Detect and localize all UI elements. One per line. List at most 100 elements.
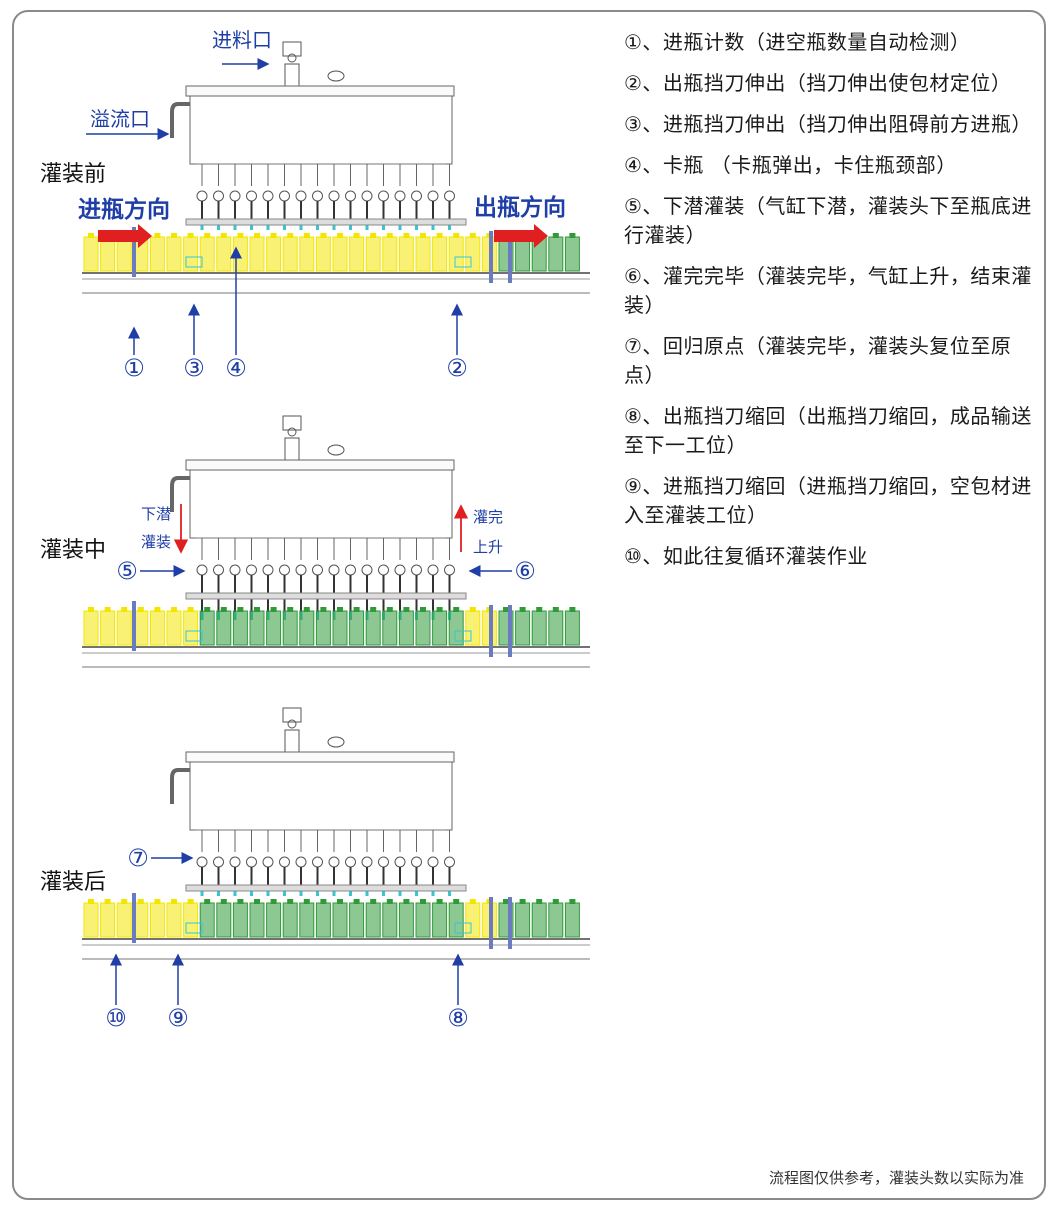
inlet-label: 进料口 — [212, 28, 272, 52]
nozzle-tip — [431, 888, 435, 896]
nozzle-tip — [448, 222, 451, 230]
nozzle-tip — [365, 888, 369, 896]
outlet-post — [489, 231, 493, 283]
bottle — [564, 236, 580, 272]
bottle — [166, 610, 182, 646]
nozzle-tip — [266, 888, 270, 896]
fitting-ring — [287, 53, 297, 63]
bottle — [100, 236, 116, 272]
bottle-cap — [270, 899, 277, 904]
bottle-cap — [88, 607, 94, 612]
marker-number: ⑤ — [116, 557, 138, 585]
nozzle-valve — [312, 564, 323, 576]
inlet-pipe — [284, 63, 300, 87]
nozzle-tip — [250, 222, 253, 230]
bottle-cap — [303, 233, 310, 238]
bottle-cap — [154, 607, 161, 612]
bottle — [216, 610, 232, 646]
step-item: ①、进瓶计数（进空瓶数量自动检测） — [624, 30, 971, 54]
bottle — [266, 236, 282, 272]
bottle — [415, 902, 431, 938]
nozzle-tip — [332, 888, 336, 896]
marker-number: ⑨ — [167, 1004, 189, 1032]
nozzle-valve — [444, 190, 455, 202]
nozzle-valve — [345, 856, 356, 868]
bottle — [315, 610, 331, 646]
bottle — [116, 610, 132, 646]
bottle — [564, 902, 580, 938]
step-marker-2: ② — [446, 303, 468, 382]
step-item: ③、进瓶挡刀伸出（挡刀伸出阻碍前方进瓶） — [624, 112, 1032, 136]
nozzle-valve — [279, 190, 290, 202]
bottle-cap — [137, 607, 144, 612]
bottle-cap — [220, 607, 227, 612]
step-marker-10: ⑩ — [105, 953, 127, 1032]
overflow-pipe — [170, 476, 190, 512]
bottle-cap — [569, 607, 576, 612]
bottle-cap — [370, 233, 377, 238]
step-marker-9: ⑨ — [167, 953, 189, 1032]
bottle — [149, 902, 165, 938]
step-marker-7: ⑦ — [127, 844, 194, 872]
nozzle-valve — [213, 190, 224, 202]
nozzle-valve — [279, 564, 290, 576]
bottle — [382, 236, 398, 272]
bottle-cap — [88, 233, 94, 238]
bottle — [349, 902, 365, 938]
step-list: ①、进瓶计数（进空瓶数量自动检测） ②、出瓶挡刀伸出（挡刀伸出使包材定位） ③、… — [624, 28, 1039, 583]
bottle-cap — [453, 899, 460, 904]
nozzle-tip — [415, 888, 418, 896]
rise-label-2: 上升 — [473, 538, 503, 556]
nozzle-tip — [316, 888, 319, 896]
stage-label-after: 灌装后 — [40, 870, 106, 895]
bottle — [149, 610, 165, 646]
marker-number: ⑦ — [127, 844, 149, 872]
bottle-cap — [104, 899, 111, 904]
step-marker-8: ⑧ — [447, 953, 469, 1032]
inlet-fitting — [282, 707, 302, 723]
bottle-cap — [237, 607, 244, 612]
tank-body — [189, 761, 453, 831]
bottle-cap — [386, 607, 393, 612]
bottle-cap — [88, 899, 94, 904]
inlet-gate — [185, 256, 203, 268]
bottle — [548, 610, 564, 646]
bottle — [166, 236, 182, 272]
fitting-ring — [287, 427, 297, 437]
nozzle-valve — [229, 856, 241, 868]
bottle — [299, 902, 315, 938]
nozzle-tip — [448, 888, 451, 896]
bottle-cap — [187, 607, 194, 612]
bottle — [249, 610, 265, 646]
bottle-cap — [536, 607, 543, 612]
bottle — [232, 902, 248, 938]
bottle-cap — [121, 607, 128, 612]
bottle — [448, 902, 464, 938]
bottle — [332, 610, 348, 646]
bottle — [531, 610, 547, 646]
outlet-post — [489, 897, 493, 949]
counter-sensor — [132, 893, 136, 943]
nozzle-valve — [361, 564, 373, 576]
bottle-cap — [171, 899, 177, 904]
nozzle-valve — [427, 856, 439, 868]
nozzle-tip — [266, 222, 270, 230]
bottle-cap — [552, 233, 559, 238]
fitting-ring — [287, 719, 297, 729]
nozzle-valve — [444, 564, 455, 576]
bottle-cap — [337, 233, 343, 238]
step-item: ⑨、进瓶挡刀缩回（进瓶挡刀缩回，空包材进入至灌装工位） — [624, 474, 1032, 527]
step-item: ④、卡瓶 （卡瓶弹出，卡住瓶颈部） — [624, 153, 957, 177]
bottle — [465, 902, 481, 938]
step-item: ②、出瓶挡刀伸出（挡刀伸出使包材定位） — [624, 71, 1012, 95]
bottle-cap — [287, 607, 294, 612]
overflow-pipe — [170, 768, 190, 804]
bottle-cap — [386, 233, 393, 238]
bottle-cap — [370, 899, 377, 904]
nozzle-valve — [279, 856, 290, 868]
bottle — [282, 610, 298, 646]
marker-number: ⑩ — [105, 1004, 127, 1032]
nozzle-tip — [250, 888, 253, 896]
